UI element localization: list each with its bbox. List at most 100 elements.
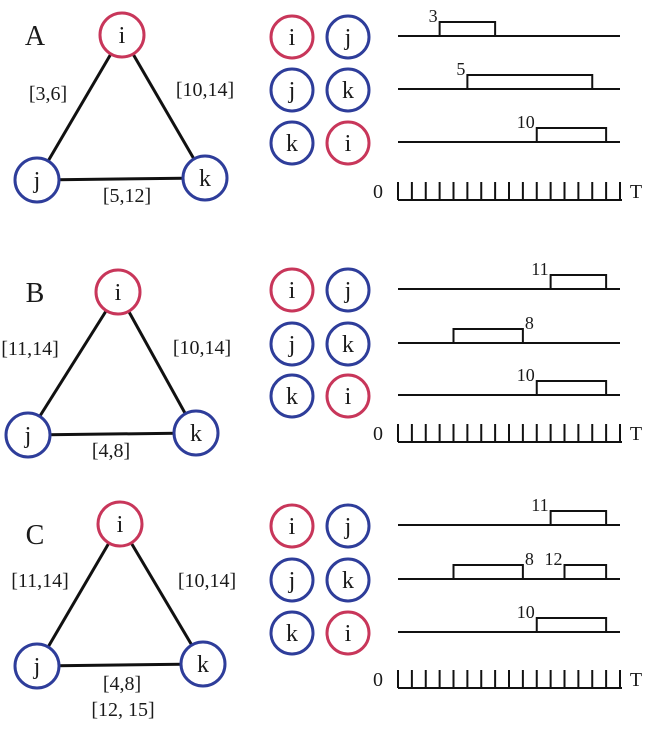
pair-node-label: k	[342, 78, 354, 104]
pair-node-label: k	[342, 332, 354, 358]
timeline-origin-label: 0	[373, 669, 383, 691]
interval-label: 8	[525, 549, 534, 569]
interval-bar	[563, 564, 608, 580]
pair-node-label: j	[344, 25, 352, 51]
node-k	[172, 409, 220, 457]
timeline-end-label: T	[630, 423, 642, 445]
pair-node-label: k	[286, 131, 298, 157]
node-i	[98, 11, 146, 59]
pair-node-label: i	[289, 514, 296, 540]
pair-node-k	[325, 557, 371, 603]
node-label-k: k	[190, 421, 202, 447]
interval-label: 3	[429, 6, 438, 26]
pair-node-j	[269, 321, 315, 367]
pair-node-k	[269, 610, 315, 656]
interval-bar	[466, 74, 594, 90]
interval-label: 10	[517, 602, 535, 622]
node-label-j: j	[33, 654, 41, 680]
node-label-i: i	[115, 280, 122, 306]
interval-label: 10	[517, 365, 535, 385]
pair-node-i	[269, 14, 315, 60]
panel-label: B	[26, 278, 45, 309]
timeline-origin-label: 0	[373, 423, 383, 445]
edge-i-k	[118, 523, 205, 665]
node-j	[13, 642, 61, 690]
node-i	[96, 500, 144, 548]
pair-node-label: k	[342, 568, 354, 594]
edge-j-k	[36, 662, 204, 668]
timeline-origin-label: 0	[373, 181, 383, 203]
pair-node-j	[269, 557, 315, 603]
node-k	[179, 640, 227, 688]
pair-node-label: i	[345, 131, 352, 157]
pair-node-j	[325, 14, 371, 60]
edge-j-k	[27, 431, 197, 437]
interval-bar	[549, 510, 608, 526]
node-label-i: i	[119, 23, 126, 49]
edge-j-k	[36, 176, 206, 182]
pair-node-label: j	[288, 332, 296, 358]
interval-bar	[535, 127, 608, 143]
edge-i-k	[120, 34, 207, 179]
edge-i-j	[26, 291, 120, 436]
edge-i-k	[116, 291, 198, 434]
node-label-i: i	[117, 512, 124, 538]
interval-label: 11	[531, 495, 548, 515]
pair-node-k	[269, 120, 315, 166]
pair-node-i	[269, 267, 315, 313]
node-label-k: k	[197, 652, 209, 678]
pair-node-label: j	[344, 514, 352, 540]
pair-node-j	[325, 267, 371, 313]
node-label-j: j	[33, 168, 41, 194]
edge-i-j	[35, 523, 122, 667]
pair-node-i	[269, 503, 315, 549]
node-j	[13, 156, 61, 204]
edge-label-i-j: [11,14]	[11, 570, 69, 592]
edge-label-j-k: [4,8]	[103, 673, 141, 695]
pair-node-label: k	[286, 384, 298, 410]
pair-node-label: k	[286, 621, 298, 647]
pair-node-label: j	[344, 278, 352, 304]
interval-label: 11	[531, 259, 548, 279]
pair-node-i	[325, 373, 371, 419]
edge-label-j-k-second: [12, 15]	[91, 699, 154, 721]
node-k	[181, 154, 229, 202]
pair-node-label: j	[288, 78, 296, 104]
interval-bar	[535, 380, 608, 396]
edge-label-i-k: [10,14]	[178, 570, 236, 592]
edge-label-i-k: [10,14]	[176, 79, 234, 101]
interval-label: 12	[545, 549, 563, 569]
interval-bar	[549, 274, 608, 290]
edge-label-j-k: [4,8]	[92, 440, 130, 462]
node-label-k: k	[199, 166, 211, 192]
edge-i-j	[35, 34, 124, 181]
node-j	[4, 411, 52, 459]
timeline-end-label: T	[630, 669, 642, 691]
pair-node-k	[269, 373, 315, 419]
interval-label: 8	[525, 313, 534, 333]
interval-bar	[535, 617, 608, 633]
edge-label-i-j: [11,14]	[1, 338, 59, 360]
pair-node-label: i	[289, 278, 296, 304]
pair-node-label: i	[345, 621, 352, 647]
interval-bar	[452, 564, 524, 580]
edge-label-i-j: [3,6]	[29, 83, 67, 105]
pair-node-j	[325, 503, 371, 549]
panel-label: A	[25, 21, 46, 52]
edge-label-j-k: [5,12]	[103, 185, 151, 207]
pair-node-label: i	[289, 25, 296, 51]
pair-node-i	[325, 120, 371, 166]
pair-node-label: j	[288, 568, 296, 594]
node-i	[94, 268, 142, 316]
node-label-j: j	[24, 423, 32, 449]
pair-node-j	[269, 67, 315, 113]
pair-node-k	[325, 321, 371, 367]
pair-node-label: i	[345, 384, 352, 410]
pair-node-k	[325, 67, 371, 113]
edge-label-i-k: [10,14]	[173, 337, 231, 359]
interval-label: 5	[456, 59, 465, 79]
pair-node-i	[325, 610, 371, 656]
panel-label: C	[26, 520, 45, 551]
